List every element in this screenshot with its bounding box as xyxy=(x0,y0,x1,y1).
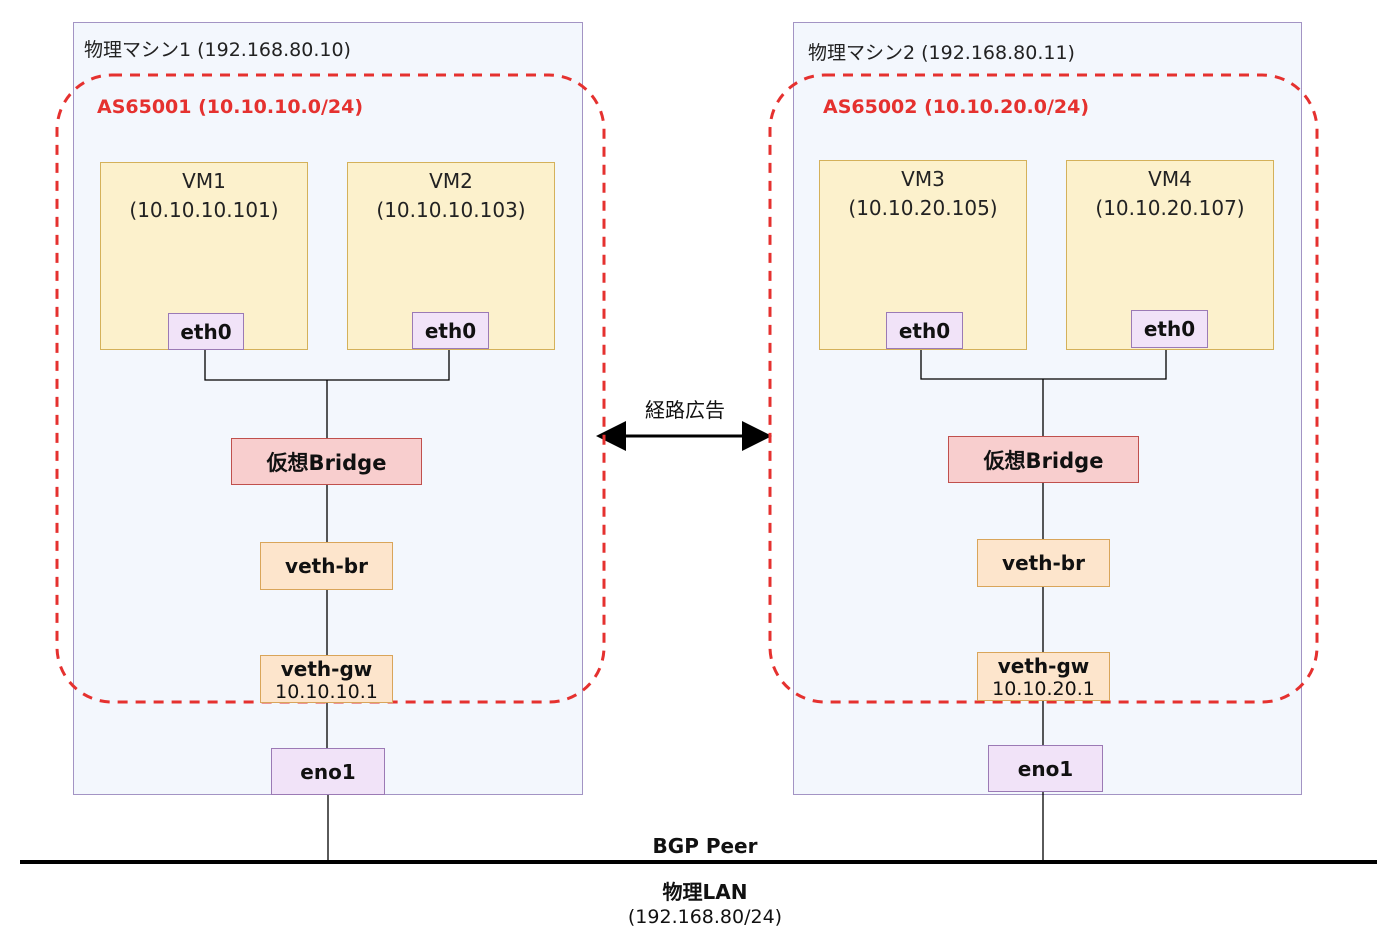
vm4-name: VM4 xyxy=(1148,167,1192,191)
vm2-name: VM2 xyxy=(429,169,473,193)
vm1-eth0: eth0 xyxy=(168,313,244,350)
machine-2-veth-gw-name: veth-gw xyxy=(997,654,1090,678)
machine-2-links xyxy=(920,347,1167,861)
vm3-eth0: eth0 xyxy=(886,312,963,349)
machine-1-links xyxy=(204,349,450,861)
machine-2-veth-gw: veth-gw 10.10.20.1 xyxy=(977,652,1110,701)
vm4-ip: (10.10.20.107) xyxy=(1095,196,1245,220)
vm3-ip: (10.10.20.105) xyxy=(848,196,998,220)
vm1-ip: (10.10.10.101) xyxy=(129,198,279,222)
vm4-eth0: eth0 xyxy=(1131,310,1208,348)
machine-1-veth-br: veth-br xyxy=(260,542,393,590)
machine-1-title: 物理マシン1 (192.168.80.10) xyxy=(84,39,351,61)
machine-1-veth-gw: veth-gw 10.10.10.1 xyxy=(260,655,393,703)
vm1-box: VM1 (10.10.10.101) xyxy=(100,162,308,350)
bgp-peer-label: BGP Peer xyxy=(652,834,758,858)
machine-1-eno1: eno1 xyxy=(271,748,385,795)
machine-2-eno1: eno1 xyxy=(988,745,1103,792)
physical-lan-subnet: (192.168.80/24) xyxy=(627,906,783,928)
vm3-name: VM3 xyxy=(901,167,945,191)
physical-lan-label: 物理LAN xyxy=(662,880,748,904)
as65001-region xyxy=(55,73,606,704)
vm1-name: VM1 xyxy=(182,169,226,193)
machine-1-virtual-bridge: 仮想Bridge xyxy=(231,438,422,485)
as65002-region xyxy=(768,73,1319,704)
as65001-label: AS65001 (10.10.10.0/24) xyxy=(97,96,364,118)
machine-1-veth-gw-name: veth-gw xyxy=(280,657,373,681)
vm2-ip: (10.10.10.103) xyxy=(376,198,526,222)
machine-2-veth-gw-ip: 10.10.20.1 xyxy=(992,678,1095,700)
vm2-eth0: eth0 xyxy=(412,312,489,349)
machine-1-veth-gw-ip: 10.10.10.1 xyxy=(275,681,378,703)
machine-2-title: 物理マシン2 (192.168.80.11) xyxy=(808,42,1075,64)
route-advertisement-label: 経路広告 xyxy=(645,398,725,422)
machine-2-veth-br: veth-br xyxy=(977,539,1110,587)
machine-2-virtual-bridge: 仮想Bridge xyxy=(948,436,1139,483)
as65002-label: AS65002 (10.10.20.0/24) xyxy=(823,96,1090,118)
